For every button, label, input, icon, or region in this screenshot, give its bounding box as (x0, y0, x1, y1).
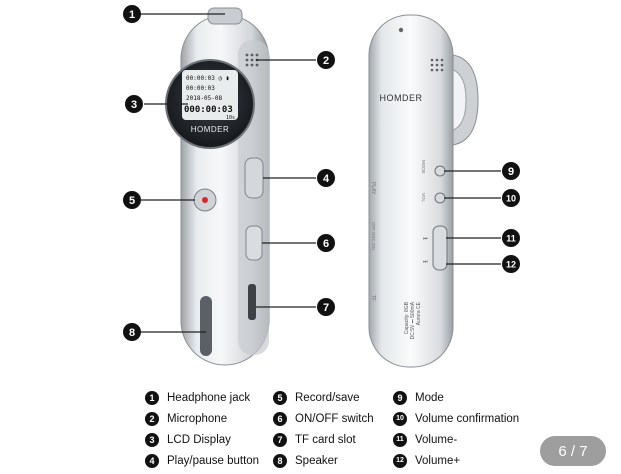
back-brand-logo: HOMDER (380, 93, 423, 103)
svg-text:8: 8 (129, 327, 135, 339)
front-brand-logo: HOMDER (191, 125, 230, 134)
svg-text:5: 5 (129, 195, 135, 207)
record-dot-icon (202, 197, 208, 203)
headphone-jack-icon (399, 28, 403, 32)
lcd-date: 2018-05-08 (186, 95, 223, 102)
mode-label: MODE (421, 160, 426, 174)
svg-text:11: 11 (506, 234, 516, 244)
svg-text:3: 3 (131, 99, 137, 111)
callout-2: 2 (317, 51, 335, 69)
lcd-footer: 10s (226, 115, 235, 121)
callout-3: 3 (125, 95, 143, 113)
forward-icon: ⏭ (423, 259, 428, 265)
rewind-icon: ⏮ (423, 236, 428, 242)
lcd-line1: 00:00:03 ◷ ▮ (186, 75, 229, 82)
volume-rocker[interactable] (433, 226, 447, 270)
back-view-device: HOMDER PLAY OFF REC ON TF Capacity: 8GB … (369, 15, 478, 367)
callout-6: 6 (317, 234, 335, 252)
lcd-line2: 00:00:03 (186, 85, 215, 92)
svg-text:6: 6 (323, 238, 329, 250)
callout-12: 12 (502, 255, 520, 273)
tf-card-slot (248, 284, 256, 320)
callout-9: 9 (502, 162, 520, 180)
callout-4: 4 (317, 169, 335, 187)
tf-label: TF (370, 295, 376, 301)
play-pause-button[interactable] (245, 158, 263, 198)
play-label: PLAY (370, 182, 376, 195)
lcd-counter: 000:00:03 (184, 105, 233, 115)
back-microphone-grille (431, 59, 444, 72)
front-view-device: 00:00:03 ◷ ▮ 00:00:03 2018-05-08 000:00:… (166, 8, 269, 365)
page-indicator[interactable]: 6 / 7 (540, 436, 606, 466)
svg-text:2: 2 (323, 55, 329, 67)
callout-10: 10 (502, 189, 520, 207)
callout-5: 5 (123, 191, 141, 209)
off-rec-on-label: OFF REC ON (371, 222, 376, 250)
svg-text:1: 1 (129, 9, 135, 21)
spec-cert: Aurora CE (416, 301, 422, 325)
callout-7: 7 (317, 298, 335, 316)
speaker-slot (200, 296, 212, 356)
svg-text:4: 4 (323, 173, 330, 185)
callout-1: 1 (123, 5, 141, 23)
on-off-switch[interactable] (246, 226, 262, 260)
svg-text:9: 9 (508, 166, 514, 178)
callout-8: 8 (123, 323, 141, 341)
svg-text:7: 7 (323, 302, 329, 314)
svg-text:10: 10 (506, 194, 516, 204)
vol-label: VOL (421, 193, 426, 203)
mode-button[interactable] (435, 166, 445, 176)
callout-11: 11 (502, 229, 520, 247)
volume-confirm-button[interactable] (435, 193, 445, 203)
svg-text:12: 12 (506, 260, 516, 270)
